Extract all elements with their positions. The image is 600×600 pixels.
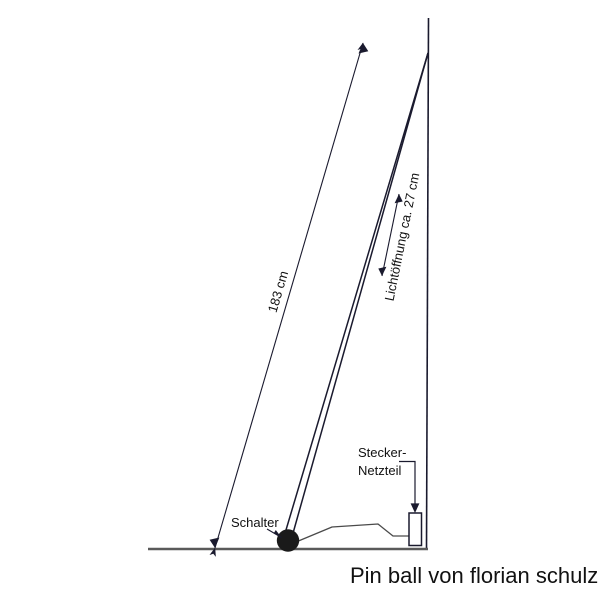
drawing-caption: Pin ball von florian schulz [350, 563, 598, 588]
power-supply-label-line1: Stecker- [358, 445, 406, 460]
height-dimension-line: 183 cm [209, 42, 369, 557]
ball-switch [276, 529, 300, 552]
power-supply-label-line2: Netzteil [358, 463, 401, 478]
power-supply-callout: Stecker- Netzteil [358, 445, 420, 513]
power-supply-box [408, 512, 423, 547]
switch-callout: Schalter [231, 515, 282, 538]
power-cable [295, 523, 410, 543]
height-dimension-label: 183 cm [265, 269, 291, 314]
wall [425, 17, 430, 550]
switch-label: Schalter [231, 515, 279, 530]
aperture-dimension-line: Lichtöffnung ca. 27 cm [378, 171, 422, 302]
light-tube [283, 52, 429, 536]
